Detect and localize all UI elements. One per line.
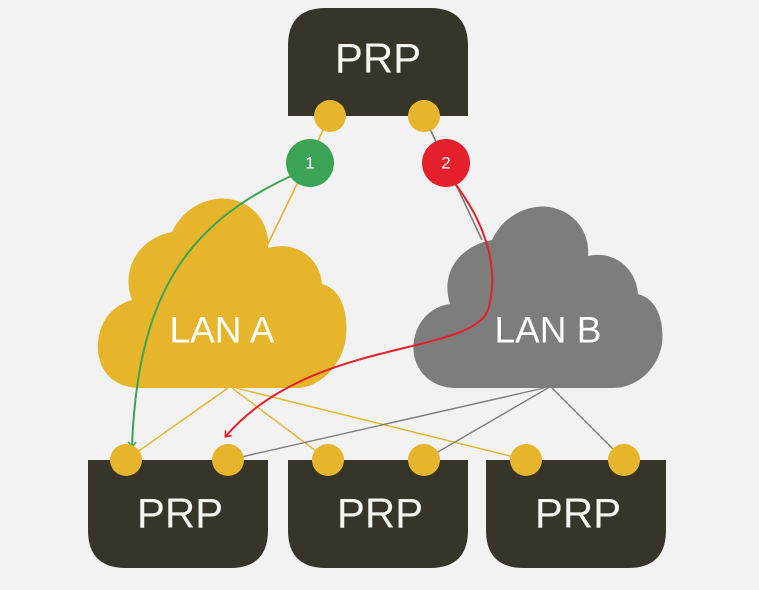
path-2-label: 2 [441, 154, 450, 173]
link-lan-a-bottom-left [125, 387, 229, 461]
lan-a-downlinks [125, 387, 527, 461]
bottom-left-port-b [212, 444, 244, 476]
lan-a-label: LAN A [170, 310, 275, 351]
bottom-middle-prp-label: PRP [337, 490, 423, 537]
lan-a-cloud: LAN A [97, 198, 347, 388]
bottom-middle-port-b [408, 444, 440, 476]
path-1-label: 1 [305, 154, 314, 173]
path-1-arrow [127, 171, 301, 449]
top-port-b [408, 100, 440, 132]
bottom-middle-prp-node: PRP [288, 444, 468, 568]
top-port-a [314, 100, 346, 132]
path-2-arrow [224, 179, 494, 438]
lan-b-downlinks [227, 387, 625, 461]
link-lan-a-bottom-middle [231, 387, 329, 461]
link-lan-b-bottom-right [551, 387, 625, 461]
link-lan-a-bottom-right [235, 387, 527, 461]
bottom-left-prp-label: PRP [137, 490, 223, 537]
lan-b-cloud: LAN B [413, 206, 663, 388]
link-lan-b-bottom-left [227, 387, 545, 461]
link-lan-b-bottom-middle [423, 387, 549, 461]
bottom-right-prp-node: PRP [486, 444, 666, 568]
top-prp-label: PRP [335, 35, 421, 82]
bottom-right-prp-label: PRP [535, 490, 621, 537]
bottom-left-port-a [110, 444, 142, 476]
bottom-middle-port-a [312, 444, 344, 476]
bottom-right-port-a [510, 444, 542, 476]
bottom-left-prp-node: PRP [88, 444, 268, 568]
path-2-badge: 2 [422, 139, 470, 187]
lan-b-label: LAN B [495, 310, 602, 351]
bottom-right-port-b [608, 444, 640, 476]
top-prp-node: PRP [288, 8, 468, 132]
link-top-to-lan-a [263, 115, 331, 253]
path-1-badge: 1 [286, 139, 334, 187]
